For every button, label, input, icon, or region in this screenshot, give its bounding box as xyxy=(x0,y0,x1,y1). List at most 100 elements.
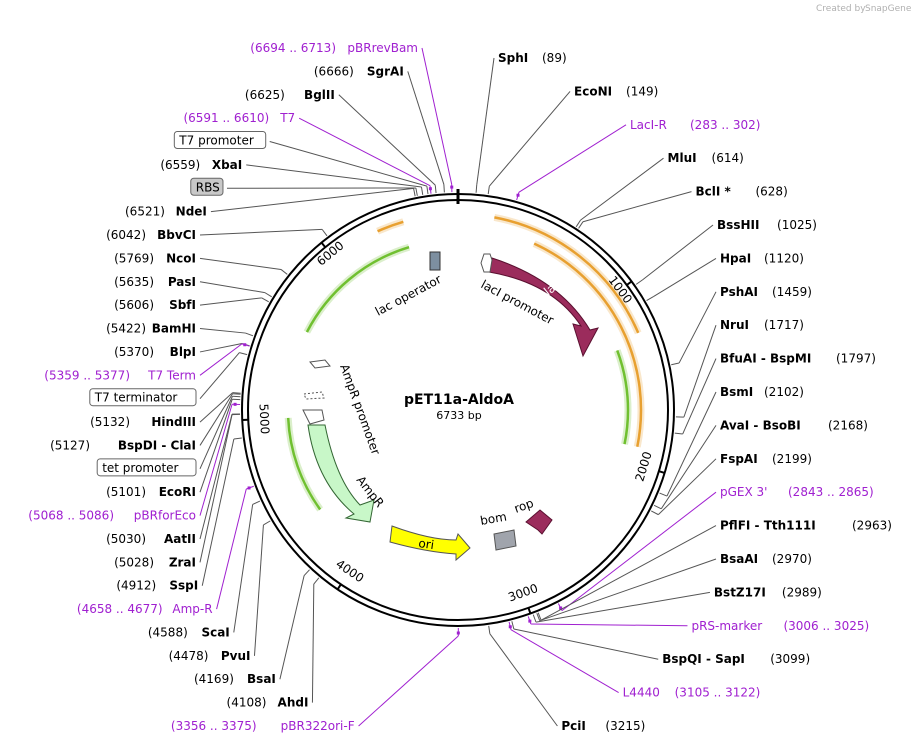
leader-hpai xyxy=(653,257,717,298)
leader-stub-sbfi xyxy=(261,297,269,303)
site-pbrforeco: pBRforEco(5068 .. 5086) xyxy=(28,509,196,523)
tick-label-3000: 3000 xyxy=(506,581,539,604)
t7-terminator-glyph xyxy=(309,359,331,369)
site-prs-marker: pRS-marker (3006 .. 3025) xyxy=(691,619,869,633)
leader-mlui xyxy=(580,157,664,221)
site-name-pcii: PciI xyxy=(561,719,586,733)
site-pos-amp-r: (4658 .. 4677) xyxy=(77,602,163,616)
site-name-bstz17i: BstZ17I xyxy=(714,585,766,599)
site-t7-term: T7 Term(5359 .. 5377) xyxy=(44,368,196,382)
site-name-t7: T7 xyxy=(279,111,295,125)
site-name-bsmi: BsmI xyxy=(720,385,753,399)
site-pos-pflfi-tth111i: (2963) xyxy=(852,519,892,533)
site-name-xbai: XbaI xyxy=(212,158,242,172)
site-t7: T7 (6591 .. 6610) xyxy=(183,111,295,125)
leader-econi xyxy=(488,91,571,187)
rop-glyph xyxy=(525,509,553,535)
box-rbs xyxy=(190,177,224,196)
leader-stub-bspdi-clai xyxy=(232,393,241,395)
ori-arrow xyxy=(389,525,471,562)
site-name-bglii: BglII xyxy=(304,88,335,102)
leader-pgex-3 xyxy=(561,491,717,612)
site-name-pvui: PvuI xyxy=(221,649,251,663)
site-pos-nrui: (1717) xyxy=(764,318,804,332)
primer-mark-t7-term xyxy=(243,343,247,347)
site-name-bsaai: BsaAI xyxy=(720,552,758,566)
site-pos-bstz17i: (2989) xyxy=(782,585,822,599)
site-l4440: L4440(3105 .. 3122) xyxy=(623,686,761,700)
leader-stub-bsshii xyxy=(635,279,643,285)
site-name-scai: ScaI xyxy=(201,625,229,639)
site-pos-pbr322ori-f: (3356 .. 3375) xyxy=(171,719,257,733)
tick-mark-3000 xyxy=(527,607,532,614)
site-pbrrevbam: pBRrevBam(6694 .. 6713) xyxy=(250,41,418,55)
site-pos-pshai: (1459) xyxy=(772,285,812,299)
site-pos-sbfi: (5606) xyxy=(114,298,154,312)
site-pflfi-tth111i: PflFI - Tth111I(2963) xyxy=(720,519,892,533)
site-name-prs-marker: pRS-marker xyxy=(691,619,762,633)
bom-label: bom xyxy=(479,510,508,528)
site-pos-sgrai: (6666) xyxy=(314,64,354,78)
leader-nrui xyxy=(683,325,717,418)
ampr-arrow xyxy=(307,424,375,523)
leader-prs-marker xyxy=(530,623,688,627)
site-pos-t7: (6591 .. 6610) xyxy=(183,111,269,125)
primer-mark-prs-marker xyxy=(528,619,532,623)
site-sbfi: SbfI(5606) xyxy=(114,298,196,312)
site-name-sspi: SspI xyxy=(169,579,198,593)
leader-laci-r xyxy=(518,124,627,193)
site-pos-bamhi: (5422) xyxy=(106,322,146,336)
site-pos-zrai: (5028) xyxy=(114,555,154,569)
site-aatii: AatII(5030) xyxy=(106,532,196,546)
leader-stub-avai-bsobi xyxy=(653,504,662,510)
site-name-pgex-3: pGEX 3' xyxy=(720,485,767,499)
site-sphi: SphI(89) xyxy=(498,51,567,65)
site-bfuai-bspmi: BfuAI - BspMI(1797) xyxy=(720,352,876,366)
laci-promoter-glyph xyxy=(480,253,493,273)
feature-arcs xyxy=(284,213,645,512)
leader-ncoi xyxy=(199,257,282,270)
site-name-bfuai-bspmi: BfuAI - BspMI xyxy=(720,352,811,366)
primer-mark-pbrrevbam xyxy=(450,185,454,189)
site-name-ndei: NdeI xyxy=(176,205,207,219)
green-arc-c-glow xyxy=(284,417,323,512)
site-name-rbs: RBS xyxy=(196,180,220,194)
primer-mark-pgex-3 xyxy=(559,606,563,610)
leader-stub-t7-promoter xyxy=(426,186,429,195)
box-tet-promoter xyxy=(96,458,197,477)
leader-pbr322ori-f xyxy=(358,635,459,727)
site-bamhi: BamHI (5422) xyxy=(106,322,196,336)
leader-sphi xyxy=(476,57,495,185)
site-name-ecori: EcoRI xyxy=(159,485,196,499)
leader-stub-t7-terminator xyxy=(239,352,248,356)
leader-stub-fspai xyxy=(651,510,659,516)
leader-stub-bglii xyxy=(434,185,437,194)
leader-stub-bsai xyxy=(303,569,310,576)
site-pos-econi: (149) xyxy=(626,84,658,98)
leader-stub-ndei xyxy=(413,188,416,197)
site-nrui: NruI(1717) xyxy=(720,318,804,332)
leader-stub-econi xyxy=(487,186,490,195)
leader-stub-pasi xyxy=(264,292,272,298)
leader-stub-bbvci xyxy=(321,229,328,237)
laci-arrow xyxy=(488,257,599,358)
site-pbr322ori-f: pBR322ori-F(3356 .. 3375) xyxy=(171,719,355,733)
site-name-bsai: BsaI xyxy=(247,672,276,686)
site-name-t7-terminator: T7 terminator xyxy=(94,391,178,405)
site-bsai: BsaI(4169) xyxy=(194,672,276,686)
site-name-pbrrevbam: pBRrevBam xyxy=(347,41,418,55)
leader-pshai xyxy=(678,291,717,364)
plasmid-name: pET11a-AldoA xyxy=(404,392,514,408)
site-pos-prs-marker: (3006 .. 3025) xyxy=(783,619,869,633)
leader-amp-r xyxy=(216,488,247,610)
leader-ecori xyxy=(199,399,233,493)
site-fspai: FspAI(2199) xyxy=(720,452,812,466)
site-name-bamhi: BamHI xyxy=(152,322,196,336)
site-mlui: MluI(614) xyxy=(668,151,744,165)
site-ahdi: AhdI(4108) xyxy=(227,696,309,710)
box-t7-terminator xyxy=(89,388,197,407)
leader-bcli xyxy=(582,191,692,223)
tick-label-5000: 5000 xyxy=(257,403,272,434)
site-avai-bsobi: AvaI - BsoBI(2168) xyxy=(720,418,868,432)
credit-text: Created by xyxy=(816,4,866,14)
